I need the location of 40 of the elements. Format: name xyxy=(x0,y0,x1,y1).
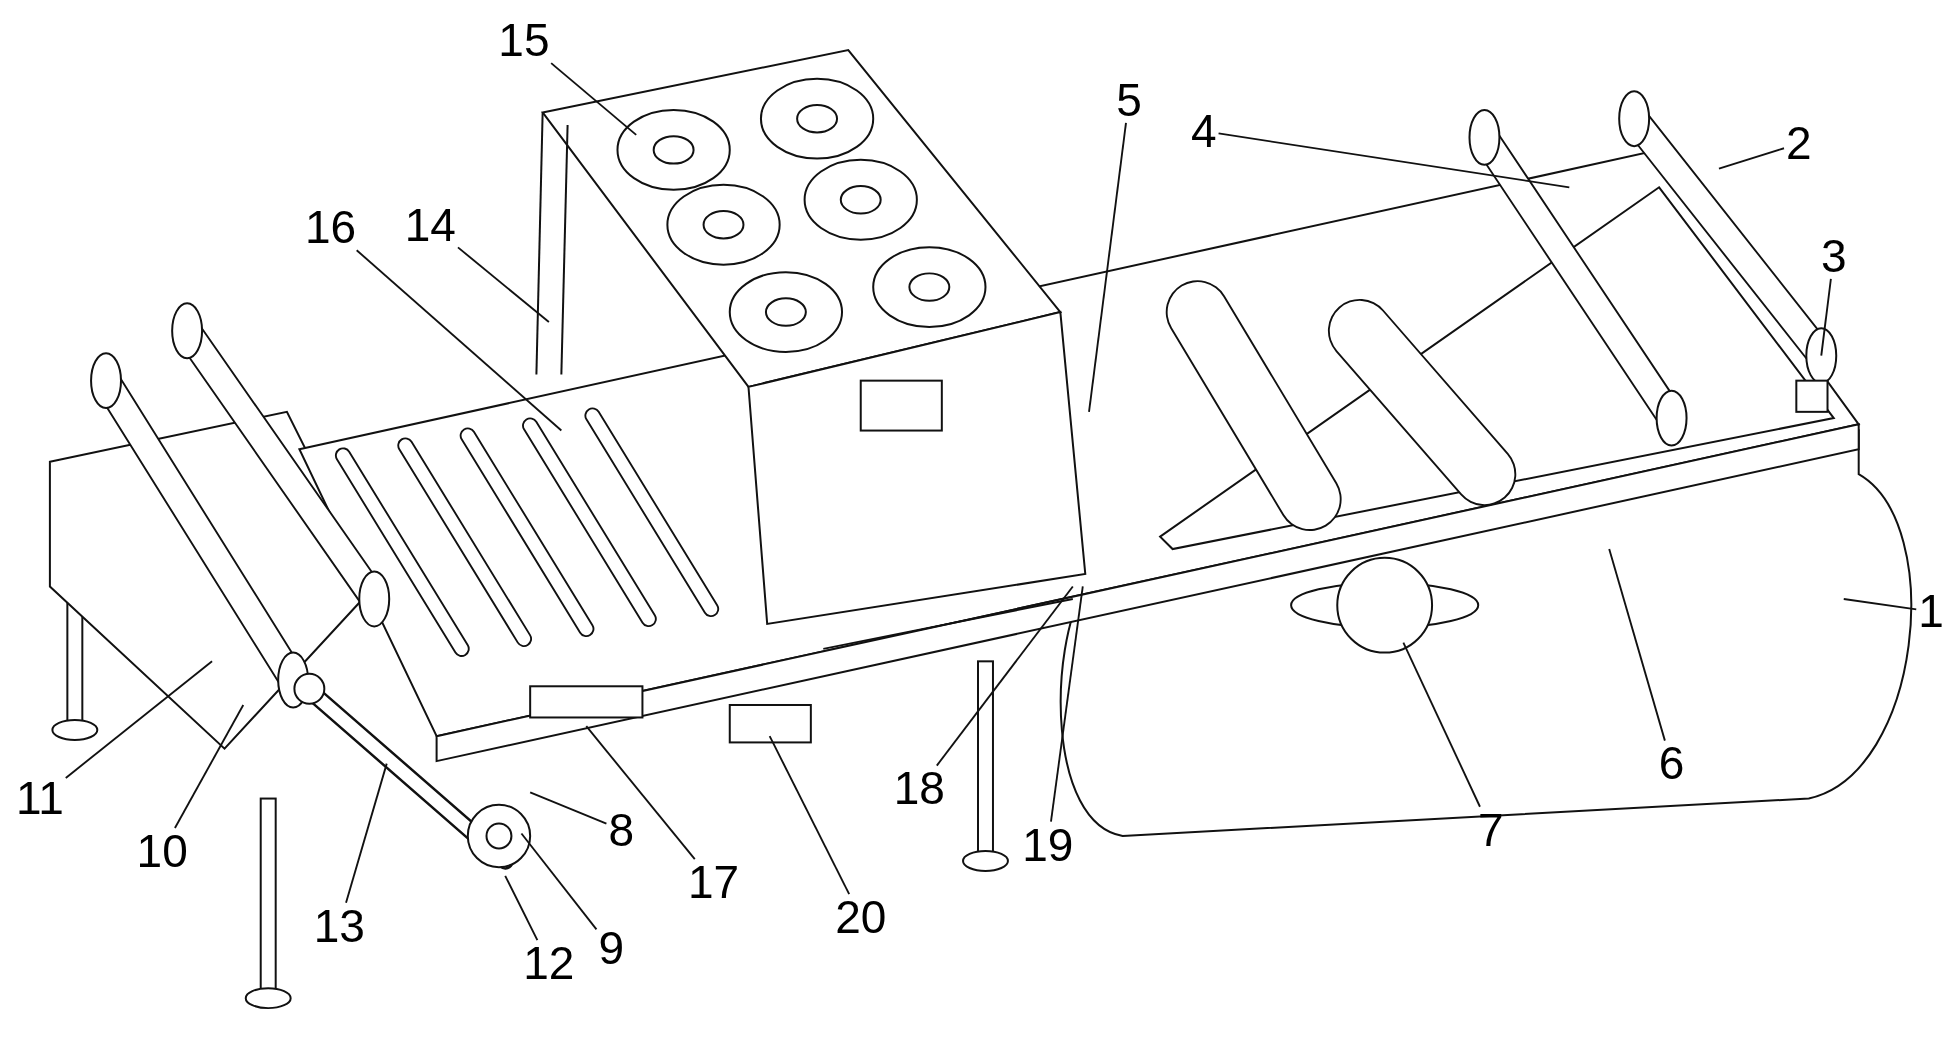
leader-line xyxy=(1842,598,1918,611)
callout-number: 19 xyxy=(1020,821,1076,868)
leader-line xyxy=(550,62,638,136)
callout-number: 20 xyxy=(833,893,889,940)
callout-number: 9 xyxy=(596,925,627,972)
leader-line xyxy=(504,874,539,942)
callout-number: 13 xyxy=(311,902,367,949)
leader-line xyxy=(1820,277,1832,357)
leader-line xyxy=(585,725,696,861)
callout-number: 6 xyxy=(1656,740,1687,787)
leader-line xyxy=(935,585,1074,767)
leader-line xyxy=(457,246,550,323)
callout-number: 3 xyxy=(1818,232,1849,279)
leader-line xyxy=(1217,132,1571,189)
leader-line xyxy=(529,791,608,825)
callout-number: 10 xyxy=(134,827,190,874)
callout-number: 8 xyxy=(606,806,636,853)
leader-line xyxy=(345,762,388,904)
leader-line xyxy=(174,704,245,829)
callout-number: 1 xyxy=(1916,588,1946,635)
leader-line xyxy=(1718,147,1785,170)
callout-number: 11 xyxy=(14,775,66,822)
leader-line xyxy=(1050,585,1084,823)
leader-line xyxy=(355,249,563,432)
leader-line xyxy=(64,660,213,779)
callout-number: 18 xyxy=(891,765,947,812)
callout-number: 17 xyxy=(685,858,742,905)
leader-line xyxy=(1402,641,1481,808)
callout-number: 14 xyxy=(402,201,458,248)
callout-number: 7 xyxy=(1475,806,1506,853)
callout-number: 2 xyxy=(1784,120,1814,167)
callout-number: 12 xyxy=(521,940,577,986)
callout-number: 4 xyxy=(1189,107,1219,154)
leader-line xyxy=(1088,122,1127,413)
leader-line xyxy=(1608,548,1666,742)
leader-line xyxy=(768,735,851,895)
callout-number: 5 xyxy=(1114,76,1144,123)
callout-number: 16 xyxy=(303,204,359,251)
callout-number: 15 xyxy=(496,16,552,63)
leader-line xyxy=(520,832,598,931)
